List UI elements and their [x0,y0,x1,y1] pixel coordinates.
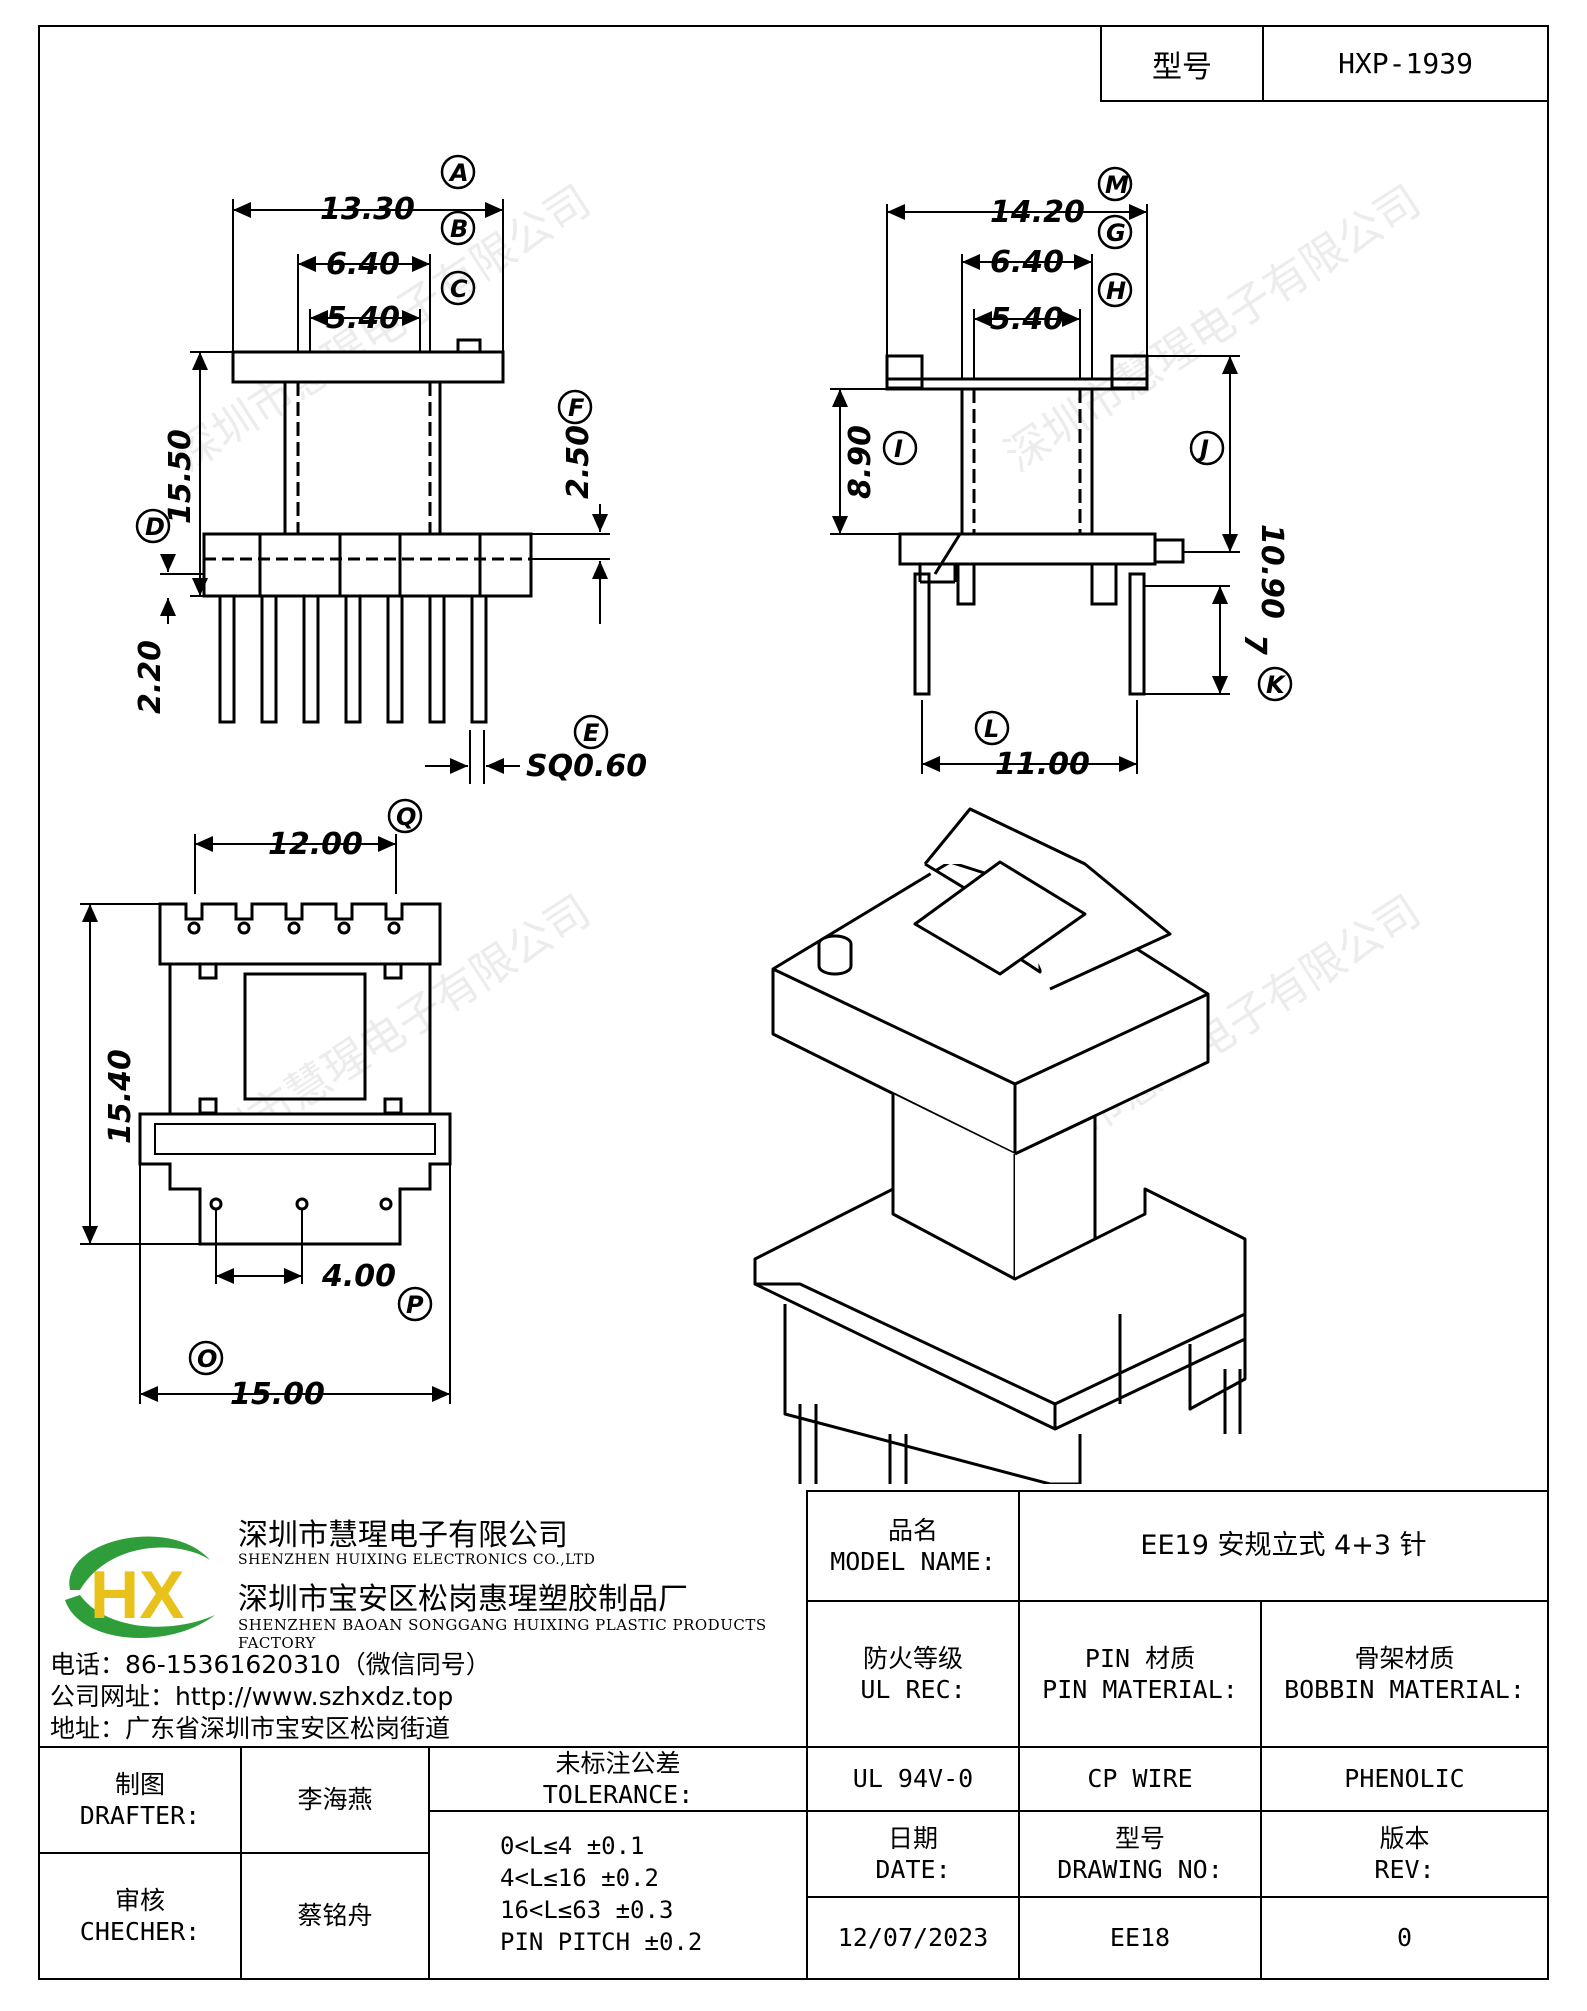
date-value: 12/07/2023 [806,1896,1020,1980]
tolerance-line: 4<L≤16 ±0.2 [500,1864,659,1893]
company-phone: 电话：86-15361620310（微信同号） [50,1650,491,1679]
drawing-no-label-en: DRAWING NO: [1057,1855,1223,1884]
pin-material-value: CP WIRE [1018,1746,1262,1812]
circle-label-g: G [1106,219,1126,247]
isometric-view [753,807,1247,1484]
circle-label-b: B [450,215,468,243]
rev-label-en: REV: [1374,1855,1435,1884]
circle-label-k: K [1266,671,1287,699]
top-view [80,798,452,1404]
dim-h: 5.40 [990,302,1064,337]
factory-name-cn: 深圳市宝安区松岗惠瑆塑胶制品厂 [238,1582,688,1617]
tolerance-label-en: TOLERANCE: [542,1780,694,1809]
bobbin-material-label-cn: 骨架材质 [1354,1643,1455,1673]
dim-d2: 2.20 [133,640,168,714]
circle-label-j: J [1196,435,1209,463]
checker-label-cn: 审核 [114,1885,165,1915]
factory-name-en: SHENZHEN BAOAN SONGGANG HUIXING PLASTIC … [238,1616,767,1652]
circle-label-p: P [406,1291,424,1319]
company-website: 公司网址：http://www.szhxdz.top [50,1682,454,1711]
circle-label-h: H [1106,277,1126,305]
checker-label-en: CHECHER: [79,1917,201,1946]
circle-label-d: D [145,513,165,541]
front-view [135,154,610,784]
bobbin-material-label: 骨架材质 BOBBIN MATERIAL: [1260,1600,1549,1748]
dim-g: 6.40 [990,245,1064,280]
company-name-en: SHENZHEN HUIXING ELECTRONICS CO.,LTD [238,1552,596,1568]
drawing-no-label-cn: 型号 [1114,1823,1165,1853]
dim-e: SQ0.60 [526,749,647,784]
dim-b: 6.40 [326,247,400,282]
tolerance-label-cn: 未标注公差 [555,1748,681,1778]
bobbin-material-label-en: BOBBIN MATERIAL: [1284,1675,1525,1704]
company-name-cn: 深圳市慧瑆电子有限公司 [238,1518,568,1553]
circle-label-q: Q [396,803,416,831]
ul-value: UL 94V-0 [806,1746,1020,1812]
dim-m: 14.20 [990,195,1085,230]
model-name-value: EE19 安规立式 4+3 针 [1018,1490,1549,1602]
circle-label-f: F [568,394,585,422]
dim-i: 8.90 [843,425,878,499]
title-block: HX 深圳市慧瑆电子有限公司 SHENZHEN HUIXING ELECTRON… [38,1490,1549,1980]
circle-label-m: M [1105,171,1129,199]
date-label-en: DATE: [875,1855,951,1884]
circle-label-c: C [450,275,468,303]
drafter-label-en: DRAFTER: [79,1801,201,1830]
model-name-label-en: MODEL NAME: [830,1547,996,1576]
bobbin-material-value: PHENOLIC [1260,1746,1549,1812]
circle-label-o: O [197,1345,217,1373]
rev-value: 0 [1260,1896,1549,1980]
model-name-label: 品名 MODEL NAME: [806,1490,1020,1602]
dim-a: 13.30 [320,192,415,227]
date-label-cn: 日期 [887,1823,938,1853]
dim-c: 5.40 [326,301,400,336]
pin-material-label: PIN 材质 PIN MATERIAL: [1018,1600,1262,1748]
model-header: 型号 HXP-1939 [1100,25,1549,102]
model-value: HXP-1939 [1338,47,1473,80]
ul-label-cn: 防火等级 [862,1643,963,1673]
company-logo-icon: HX [65,1536,215,1638]
company-info: HX 深圳市慧瑆电子有限公司 SHENZHEN HUIXING ELECTRON… [38,1490,808,1748]
dim-d: 15.50 [163,429,198,524]
dim-top-height: 15.40 [103,1049,138,1144]
tolerance-line: PIN PITCH ±0.2 [500,1927,703,1956]
ul-label: 防火等级 UL REC: [806,1600,1020,1748]
tolerance-values: 0<L≤4 ±0.1 4<L≤16 ±0.2 16<L≤63 ±0.3 PIN … [428,1810,808,1980]
drawing-no-label: 型号 DRAWING NO: [1018,1810,1262,1898]
circle-label-a: A [448,159,469,187]
model-name-label-cn: 品名 [887,1515,938,1545]
pin-material-label-en: PIN MATERIAL: [1042,1675,1238,1704]
dim-j: 10.90 [1254,524,1289,619]
dim-p: 4.00 [321,1259,396,1294]
side-view [830,166,1293,774]
technical-drawing: 13.30 6.40 5.40 15.50 2.50 2.20 SQ0.60 A… [80,154,1293,1484]
tolerance-line: 16<L≤63 ±0.3 [500,1896,674,1924]
date-label: 日期 DATE: [806,1810,1020,1898]
tolerance-label: 未标注公差 TOLERANCE: [428,1746,808,1812]
dim-f: 2.50 [561,425,596,499]
model-label: 型号 [1102,27,1264,100]
drawing-no-value: EE18 [1018,1896,1262,1980]
logo-letters: HX [90,1557,184,1633]
dim-k: 7 [1237,634,1272,655]
rev-label-cn: 版本 [1379,1823,1430,1853]
dim-q: 12.00 [268,827,363,862]
tolerance-line: 0<L≤4 ±0.1 [500,1832,645,1861]
drafter-name: 李海燕 [240,1746,430,1854]
checker-label: 审核 CHECHER: [38,1852,242,1980]
circle-label-l: L [984,715,999,743]
dim-l: 11.00 [995,747,1090,782]
rev-label: 版本 REV: [1260,1810,1549,1898]
checker-name: 蔡铭舟 [240,1852,430,1980]
company-address: 地址：广东省深圳市宝安区松岗街道 [50,1714,451,1743]
ul-label-en: UL REC: [860,1675,966,1704]
drafter-label: 制图 DRAFTER: [38,1746,242,1854]
drafter-label-cn: 制图 [114,1769,165,1799]
pin-material-label-cn: PIN 材质 [1084,1643,1196,1673]
circle-label-e: E [583,719,600,747]
dim-o: 15.00 [230,1377,325,1412]
circle-label-i: I [894,435,903,463]
